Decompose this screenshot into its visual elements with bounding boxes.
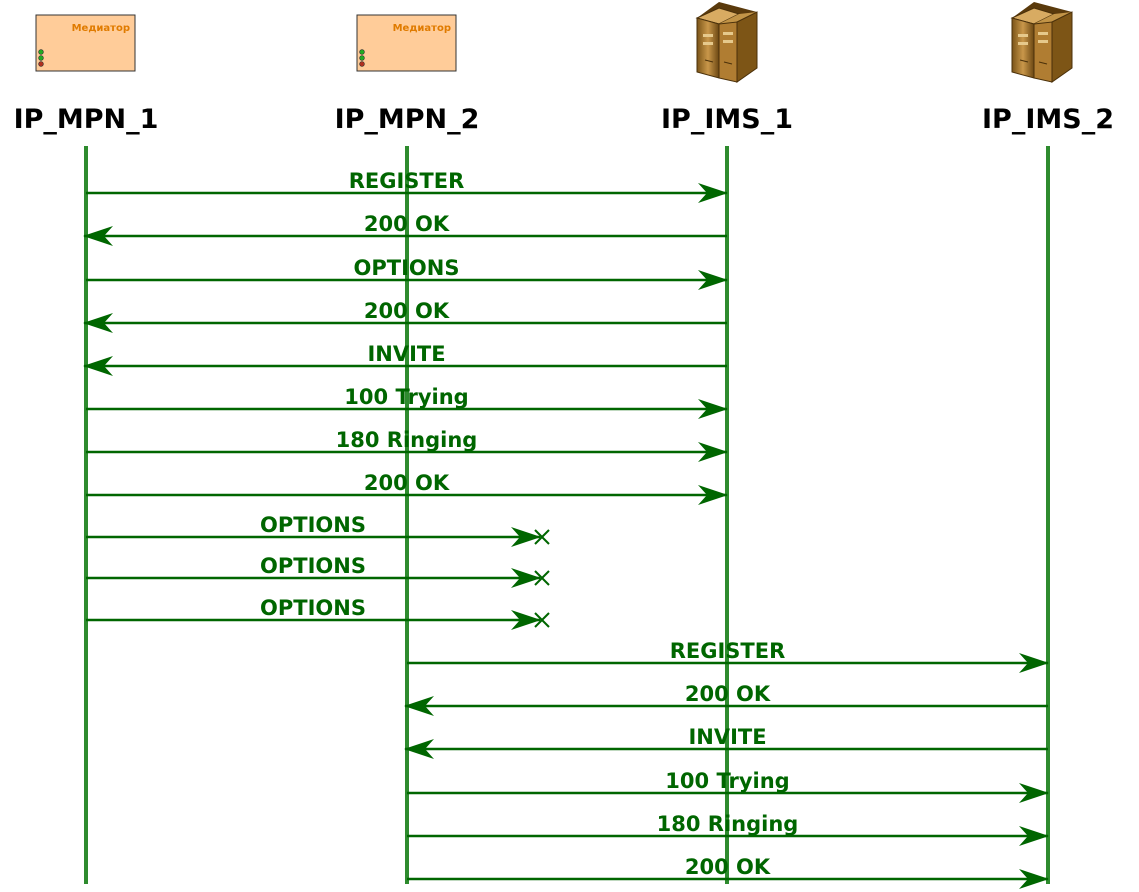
message-label: 200 OK <box>685 682 771 706</box>
lost-message-arrow: OPTIONS <box>86 513 550 547</box>
message-arrow: 200 OK <box>83 212 727 246</box>
message-label: INVITE <box>688 725 766 749</box>
message-label: OPTIONS <box>354 256 460 280</box>
message-label: INVITE <box>367 342 445 366</box>
mediator-device-icon: Медиатор <box>35 14 136 72</box>
message-label: 180 Ringing <box>657 812 799 836</box>
message-arrow: INVITE <box>83 342 727 376</box>
message-arrow: 180 Ringing <box>86 428 728 462</box>
participant-name: IP_MPN_1 <box>14 104 159 135</box>
message-arrow: REGISTER <box>407 639 1049 673</box>
mediator-caption: Медиатор <box>393 23 451 34</box>
message-label: OPTIONS <box>260 596 366 620</box>
lost-message-arrow: OPTIONS <box>86 596 550 630</box>
mediator-caption: Медиатор <box>72 23 130 34</box>
message-label: REGISTER <box>670 639 786 663</box>
message-label: 200 OK <box>685 855 771 879</box>
message-label: 180 Ringing <box>336 428 478 452</box>
message-label: 100 Trying <box>344 385 468 409</box>
message-label: 200 OK <box>364 471 450 495</box>
message-label: REGISTER <box>349 169 465 193</box>
mediator-device-icon: Медиатор <box>356 14 457 72</box>
participant-name: IP_IMS_1 <box>661 104 793 135</box>
message-arrow: 200 OK <box>404 682 1048 716</box>
lost-message-arrow: OPTIONS <box>86 554 550 588</box>
message-arrow: 100 Trying <box>407 769 1049 803</box>
lost-cross-icon <box>534 612 550 628</box>
message-arrow: OPTIONS <box>86 256 728 290</box>
message-arrow: INVITE <box>404 725 1048 759</box>
server-tower-icon <box>695 2 758 83</box>
message-arrow: 200 OK <box>83 299 727 333</box>
message-arrow: REGISTER <box>86 169 728 203</box>
message-label: 100 Trying <box>665 769 789 793</box>
message-arrow: 100 Trying <box>86 385 728 419</box>
lost-cross-icon <box>534 570 550 586</box>
lost-cross-icon <box>534 529 550 545</box>
participant-name: IP_IMS_2 <box>982 104 1114 135</box>
message-arrow: 200 OK <box>86 471 728 505</box>
message-label: 200 OK <box>364 212 450 236</box>
server-tower-icon <box>1010 2 1073 83</box>
message-label: OPTIONS <box>260 513 366 537</box>
message-label: 200 OK <box>364 299 450 323</box>
message-label: OPTIONS <box>260 554 366 578</box>
participant-name: IP_MPN_2 <box>335 104 480 135</box>
message-arrow: 200 OK <box>407 855 1049 889</box>
message-arrow: 180 Ringing <box>407 812 1049 846</box>
